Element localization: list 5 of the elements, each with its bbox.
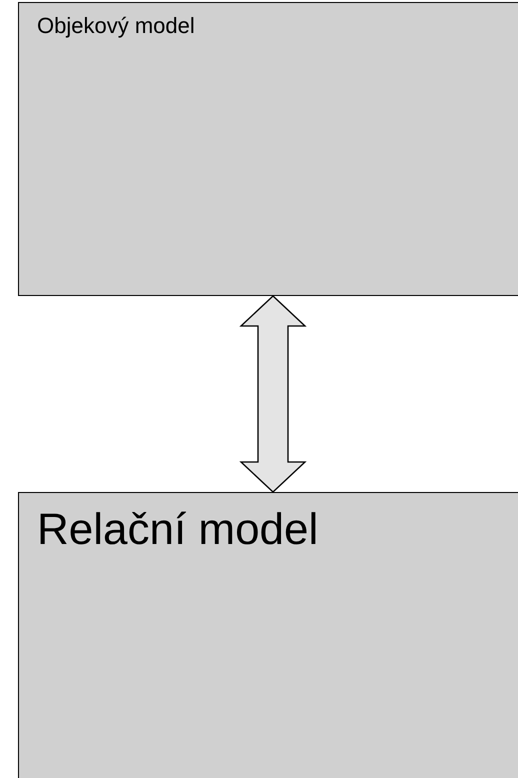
box-title: Relační model xyxy=(37,505,318,555)
box-title: Objekový model xyxy=(37,13,195,39)
model-box xyxy=(18,2,518,296)
model-box xyxy=(18,492,518,778)
double-arrow xyxy=(239,295,307,493)
